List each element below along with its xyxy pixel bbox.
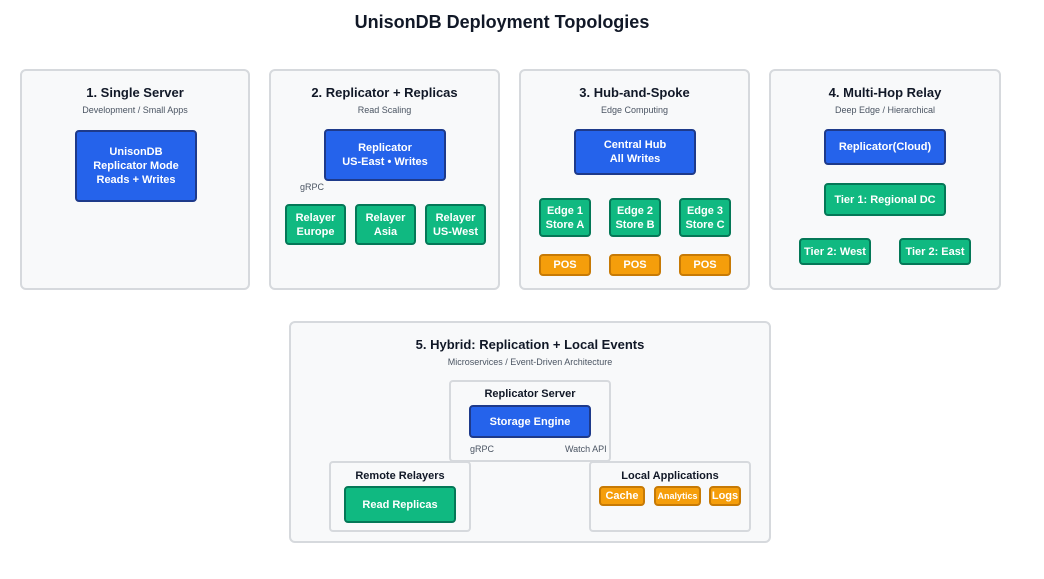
central-hub-node[interactable]: Central Hub All Writes (574, 129, 696, 175)
node-line: Central Hub (603, 139, 667, 151)
node-line: UnisonDB (109, 146, 163, 158)
watch-api-label: Watch API (565, 444, 607, 454)
diagram-title: UnisonDB Deployment Topologies (354, 12, 650, 32)
node-line: Relayer (365, 211, 406, 224)
box-title: Remote Relayers (355, 470, 445, 482)
edge1-node[interactable]: Edge 1 Store A (539, 198, 591, 237)
panel-single-server: 1. Single Server Development / Small App… (20, 69, 250, 290)
panel-title: 5. Hybrid: Replication + Local Events (415, 337, 645, 352)
node-line: Replicator (358, 142, 412, 154)
panel-subtitle: Microservices / Event-Driven Architectur… (447, 357, 613, 367)
edge3-node[interactable]: Edge 3 Store C (679, 198, 731, 237)
grpc-label: gRPC (300, 182, 325, 192)
panel-title: 4. Multi-Hop Relay (828, 85, 942, 100)
panel-title: 2. Replicator + Replicas (311, 85, 458, 100)
pos-node[interactable]: POS (609, 254, 661, 276)
panel-title: 3. Hub-and-Spoke (579, 85, 690, 100)
panel-replicator-replicas: 2. Replicator + Replicas Read Scaling (269, 69, 500, 290)
node-line: US-East • Writes (342, 156, 428, 168)
replicator-cloud-node[interactable]: Replicator(Cloud) (824, 129, 946, 165)
tier2-west-node[interactable]: Tier 2: West (799, 238, 871, 265)
node-line: Store A (545, 218, 585, 231)
unisondb-node[interactable]: UnisonDB Replicator Mode Reads + Writes (75, 130, 197, 202)
panel-subtitle: Development / Small Apps (82, 105, 188, 115)
panel-subtitle: Read Scaling (357, 105, 412, 115)
node-line: Edge 1 (546, 204, 584, 217)
pos-node[interactable]: POS (679, 254, 731, 276)
node-line: Europe (296, 225, 335, 238)
box-title: Replicator Server (484, 388, 576, 400)
cache-node[interactable]: Cache (599, 486, 645, 506)
analytics-node[interactable]: Analytics (654, 486, 701, 506)
node-line: Relayer (435, 211, 476, 224)
box-title: Local Applications (621, 470, 719, 482)
node-line: Edge 3 (686, 204, 724, 217)
panel-subtitle: Deep Edge / Hierarchical (834, 105, 936, 115)
grpc-label: gRPC (470, 444, 495, 454)
panel-subtitle: Edge Computing (600, 105, 669, 115)
storage-engine-node[interactable]: Storage Engine (469, 405, 591, 438)
node-line: Reads + Writes (96, 174, 176, 186)
node-line: US-West (432, 225, 479, 238)
node-line: Edge 2 (616, 204, 654, 217)
relayer-asia-node[interactable]: Relayer Asia (355, 204, 416, 245)
replicator-node[interactable]: Replicator US-East • Writes (324, 129, 446, 181)
relayer-europe-node[interactable]: Relayer Europe (285, 204, 346, 245)
pos-node[interactable]: POS (539, 254, 591, 276)
tier2-east-node[interactable]: Tier 2: East (899, 238, 971, 265)
node-line: Store B (615, 218, 655, 231)
node-line: All Writes (609, 153, 661, 165)
node-line: Asia (373, 225, 398, 238)
node-line: Relayer (295, 211, 336, 224)
panel-hub-and-spoke: 3. Hub-and-Spoke Edge Computing (519, 69, 750, 290)
relayer-uswest-node[interactable]: Relayer US-West (425, 204, 486, 245)
node-line: Replicator Mode (93, 160, 179, 172)
read-replicas-node[interactable]: Read Replicas (344, 486, 456, 523)
logs-node[interactable]: Logs (709, 486, 741, 506)
panel-title: 1. Single Server (86, 85, 184, 100)
edge2-node[interactable]: Edge 2 Store B (609, 198, 661, 237)
tier1-regional-node[interactable]: Tier 1: Regional DC (824, 183, 946, 216)
node-line: Store C (685, 218, 725, 231)
